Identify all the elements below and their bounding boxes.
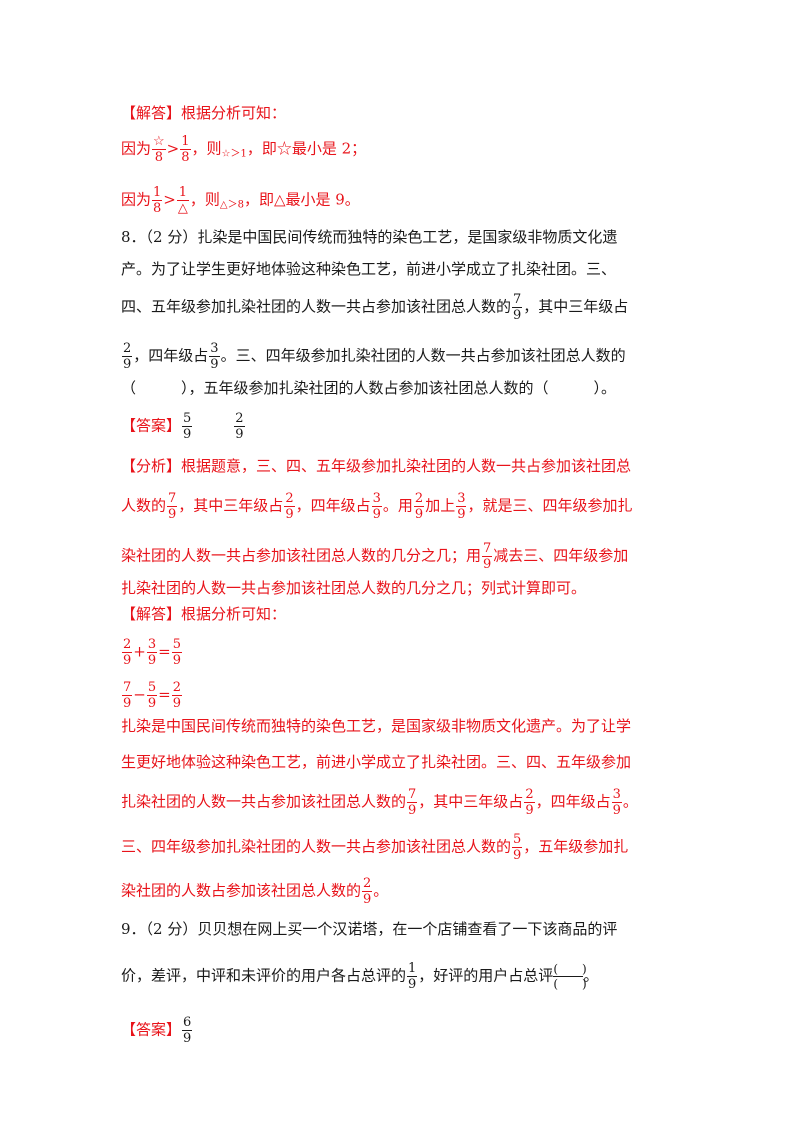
q8-solution-heading: 【解答】根据分析可知： — [121, 605, 287, 623]
blank-fraction: ( )( ) — [553, 962, 587, 991]
q8-question-line1: 8．（2 分）扎染是中国民间传统而独特的染色工艺，是国家级非物质文化遗 — [121, 228, 618, 246]
q8-question-line2: 产。为了让学生更好地体验这种染色工艺，前进小学成立了扎染社团。三、 — [121, 260, 617, 278]
fraction: 1△ — [176, 185, 189, 216]
q8-analysis-line4: 扎染社团的人数一共占参加该社团总人数的几分之几；列式计算即可。 — [121, 579, 587, 597]
q8-analysis-line1: 【分析】根据题意，三、四、五年级参加扎染社团的人数一共占参加该社团总 — [121, 457, 632, 475]
q8-solution-para2: 生更好地体验这种染色工艺，前进小学成立了扎染社团。三、四、五年级参加 — [121, 753, 632, 771]
fraction: ☆8 — [152, 134, 166, 165]
q7-solution-heading: 【解答】根据分析可知： — [121, 104, 287, 122]
q9-question-line1: 9．（2 分）贝贝想在网上买一个汉诺塔，在一个店铺查看了一下该商品的评 — [121, 920, 618, 938]
q8-solution-para1: 扎染是中国民间传统而独特的染色工艺，是国家级非物质文化遗产。为了让学 — [121, 717, 632, 735]
q8-question-line5: （ ），五年级参加扎染社团的人数占参加该社团总人数的（ ）。 — [121, 379, 617, 397]
